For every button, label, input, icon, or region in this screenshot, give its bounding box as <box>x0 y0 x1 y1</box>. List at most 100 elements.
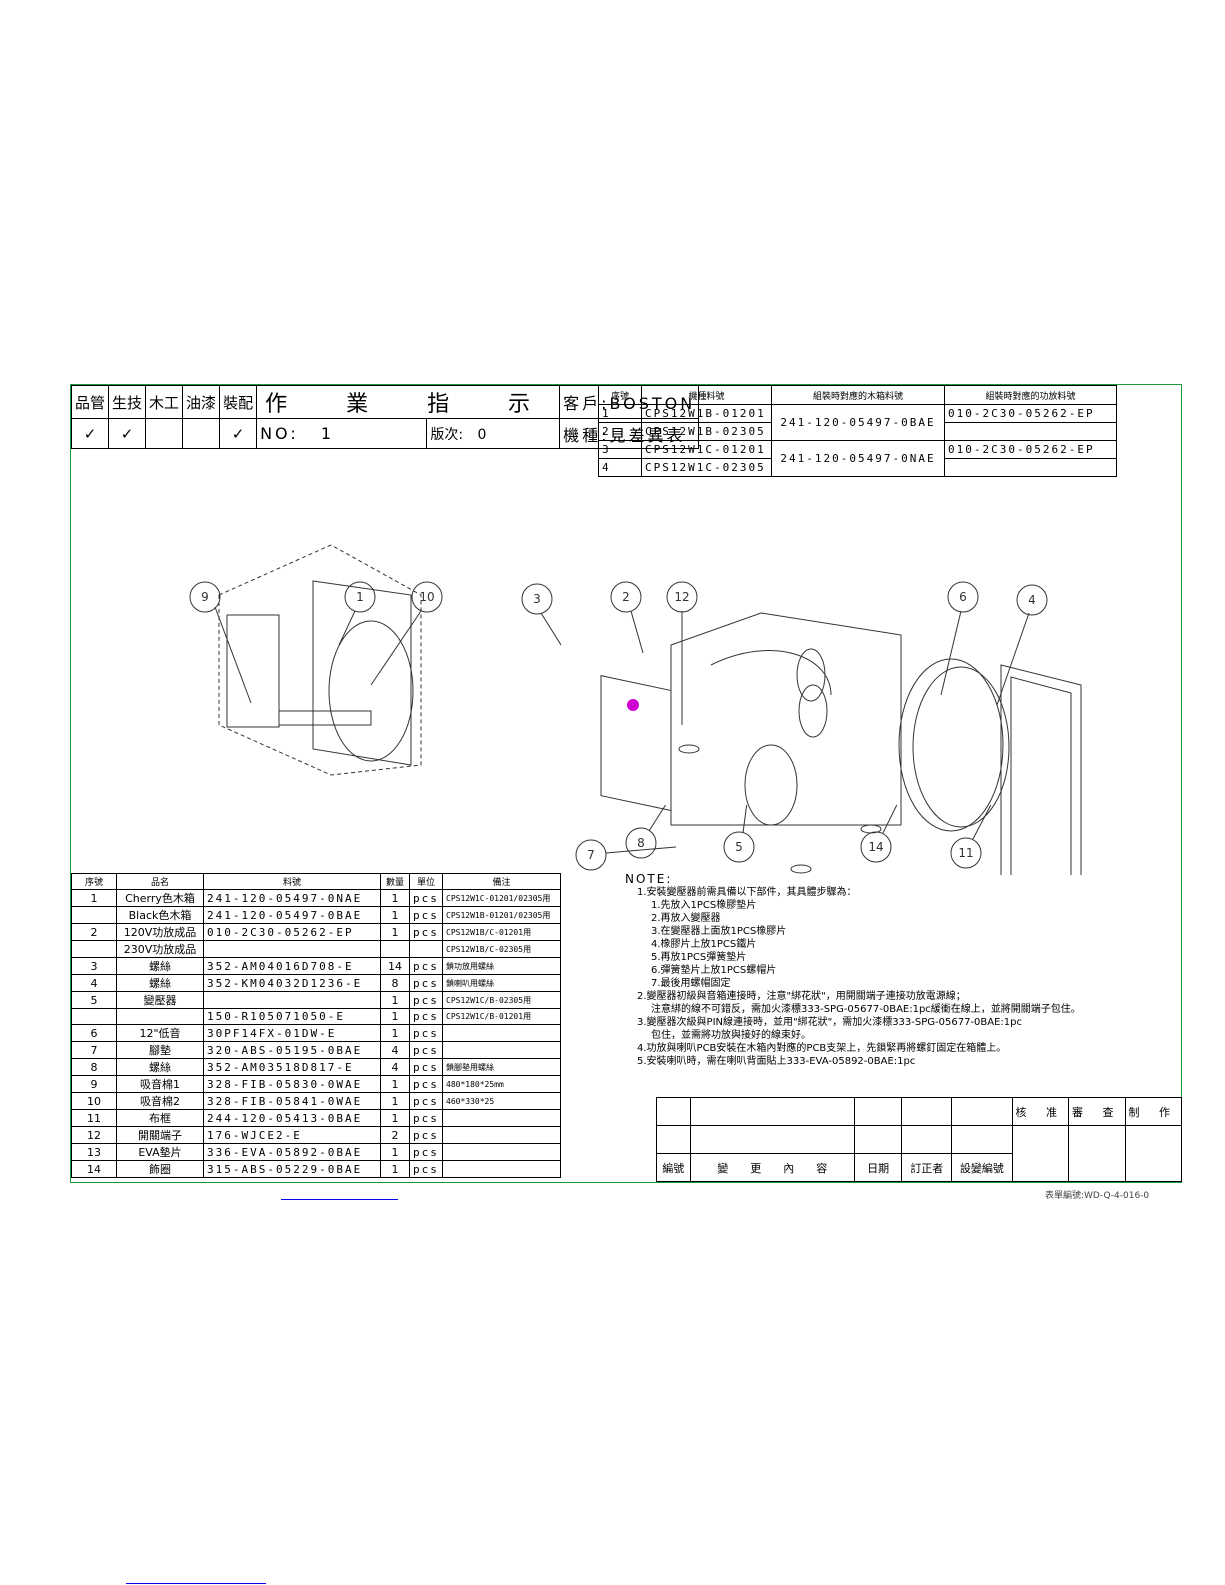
bom-unit <box>409 940 443 958</box>
bom-part: 328-FIB-05830-0WAE <box>203 1075 381 1093</box>
bom-part <box>203 991 381 1009</box>
bom-qty: 4 <box>380 1058 410 1076</box>
bom-qty: 8 <box>380 974 410 992</box>
callout-11: 11 <box>958 846 973 860</box>
notes-title: NOTE: <box>625 872 673 886</box>
doc-no: NO: 1 <box>256 418 428 449</box>
model-amp <box>944 458 1117 477</box>
bom-note: CPS12W1C/B-02305用 <box>442 991 561 1009</box>
note-line: 3.變壓器次級與PIN線連接時，並用"綁花狀"，需加火漆標333-SPG-056… <box>637 1017 1023 1028</box>
note-line: 2.再放入變壓器 <box>651 913 721 924</box>
rev-col-no: 編號 <box>656 1153 691 1182</box>
sign-review-box <box>1068 1125 1126 1182</box>
model-amp: 010-2C30-05262-EP <box>944 440 1117 459</box>
note-line: 1.先放入1PCS橡膠墊片 <box>651 900 757 911</box>
bom-name: Cherry色木箱 <box>116 889 204 907</box>
dept-eng: 生技 <box>108 385 147 419</box>
bom-seq: 6 <box>71 1024 117 1042</box>
bom-qty: 1 <box>380 923 410 941</box>
bom-seq <box>71 906 117 924</box>
bom-qty: 1 <box>380 906 410 924</box>
callout-6-circle <box>947 581 979 613</box>
bom-col-unit: 單位 <box>409 873 443 890</box>
bom-seq: 7 <box>71 1041 117 1059</box>
dept-assembly: 裝配 <box>219 385 258 419</box>
bom-name: 腳墊 <box>116 1041 204 1059</box>
bom-qty: 1 <box>380 991 410 1009</box>
callout-2-circle <box>610 581 642 613</box>
callout-9: 9 <box>201 590 209 604</box>
bom-qty: 1 <box>380 1109 410 1127</box>
bom-part: 328-FIB-05841-0WAE <box>203 1092 381 1110</box>
callout-10-circle <box>411 581 443 613</box>
note-line: 7.最後用螺帽固定 <box>651 978 731 989</box>
bom-seq <box>71 1008 117 1025</box>
bom-note: 鎖喇叭用螺絲 <box>442 974 561 992</box>
bom-unit: pcs <box>409 1092 443 1110</box>
bom-unit: pcs <box>409 1143 443 1161</box>
bom-unit: pcs <box>409 957 443 975</box>
model-seq: 2 <box>598 422 642 441</box>
bom-name: 吸音棉1 <box>116 1075 204 1093</box>
work-instruction-sheet: 品管 生技 木工 油漆 裝配 作 業 指 示 客戶:BOSTON ✓ ✓ ✓ N… <box>70 384 1182 1183</box>
callout-14: 14 <box>868 840 883 854</box>
doc-rev: 版次: 0 <box>426 418 561 449</box>
sign-review: 審 查 <box>1068 1097 1126 1126</box>
col-seq: 序號 <box>598 385 642 405</box>
bom-note <box>442 1109 561 1127</box>
sign-make: 制 作 <box>1124 1097 1182 1126</box>
bom-name: 230V功放成品 <box>116 940 204 958</box>
dept-wood: 木工 <box>145 385 184 419</box>
model-seq: 1 <box>598 404 642 423</box>
callout-10: 10 <box>419 590 434 604</box>
model-seq: 3 <box>598 440 642 459</box>
col-model: 機種料號 <box>641 385 772 405</box>
check-eng: ✓ <box>108 418 147 449</box>
callout-6: 6 <box>959 590 967 604</box>
bom-qty: 4 <box>380 1041 410 1059</box>
bom-note <box>442 1024 561 1042</box>
link-underline <box>281 1199 398 1200</box>
bom-col-name: 品名 <box>116 873 204 890</box>
note-line: 4.功放與喇叭PCB安裝在木箱內對應的PCB支架上，先鎖緊再將螺釘固定在箱體上。 <box>637 1043 1007 1054</box>
model-part: CPS12W1B-01201 <box>641 404 772 423</box>
lower-callouts: 8 5 14 11 <box>625 805 992 869</box>
bom-seq: 12 <box>71 1126 117 1144</box>
model-seq: 4 <box>598 458 642 477</box>
bom-note: 480*180*25mm <box>442 1075 561 1093</box>
cabinet-right-view <box>600 612 1082 875</box>
dept-paint: 油漆 <box>182 385 221 419</box>
component-marker <box>627 699 639 711</box>
bom-name: 飾圈 <box>116 1160 204 1178</box>
note-line: 注意綁的線不可錯反，需加火漆標333-SPG-05677-0BAE:1pc緩衝在… <box>651 1004 1081 1015</box>
model-box: 241-120-05497-0NAE <box>771 440 945 477</box>
bom-unit: pcs <box>409 1075 443 1093</box>
bom-qty <box>380 940 410 958</box>
bom-seq: 3 <box>71 957 117 975</box>
model-amp <box>944 422 1117 441</box>
bom-col-part: 料號 <box>203 873 381 890</box>
bom-qty: 14 <box>380 957 410 975</box>
bom-seq: 4 <box>71 974 117 992</box>
bom-unit: pcs <box>409 889 443 907</box>
check-paint <box>182 418 221 449</box>
check-assembly: ✓ <box>219 418 258 449</box>
bom-unit: pcs <box>409 1024 443 1042</box>
bom-name: 120V功放成品 <box>116 923 204 941</box>
callout-7: 7 <box>587 848 595 862</box>
bom-note: CPS12W1C-01201/02305用 <box>442 889 561 907</box>
bom-qty: 1 <box>380 1160 410 1178</box>
no-value: 1 <box>320 424 335 443</box>
bom-seq: 2 <box>71 923 117 941</box>
sign-approve-box <box>1011 1125 1069 1182</box>
bom-part <box>203 940 381 958</box>
